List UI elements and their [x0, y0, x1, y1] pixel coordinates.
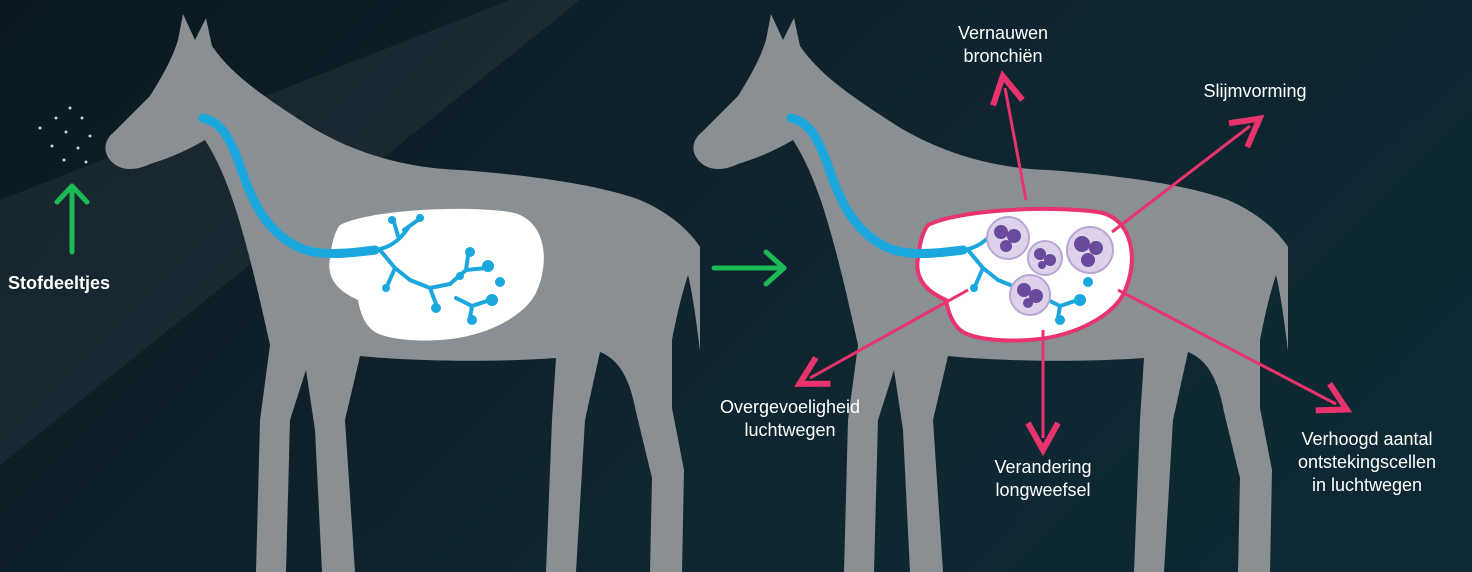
bronchi-label: Vernauwen bronchiën [938, 22, 1068, 68]
hypersensitivity-label-line1: Overgevoeligheid [700, 396, 880, 419]
hypersensitivity-label-line2: luchtwegen [700, 419, 880, 442]
inflammation-cell [1028, 241, 1062, 275]
mucus-label-line1: Slijmvorming [1190, 80, 1320, 103]
tissue-label-line1: Verandering [978, 456, 1108, 479]
bronchi-label-line1: Vernauwen [938, 22, 1068, 45]
dust-particles [39, 107, 92, 164]
inflammation-cell [987, 217, 1029, 259]
cells-label-line1: Verhoogd aantal [1272, 428, 1462, 451]
cells-label-line2: ontstekingscellen [1272, 451, 1462, 474]
tissue-label: Verandering longweefsel [978, 456, 1108, 502]
inflammation-cell [1010, 275, 1050, 315]
particles-label: Stofdeeltjes [8, 272, 110, 295]
inflammation-cell [1067, 227, 1113, 273]
cells-label-line3: in luchtwegen [1272, 474, 1462, 497]
transition-arrow [714, 252, 784, 284]
bronchi-label-line2: bronchiën [938, 45, 1068, 68]
tissue-label-line2: longweefsel [978, 479, 1108, 502]
hypersensitivity-label: Overgevoeligheid luchtwegen [700, 396, 880, 442]
cells-label: Verhoogd aantal ontstekingscellen in luc… [1272, 428, 1462, 497]
mucus-label: Slijmvorming [1190, 80, 1320, 103]
